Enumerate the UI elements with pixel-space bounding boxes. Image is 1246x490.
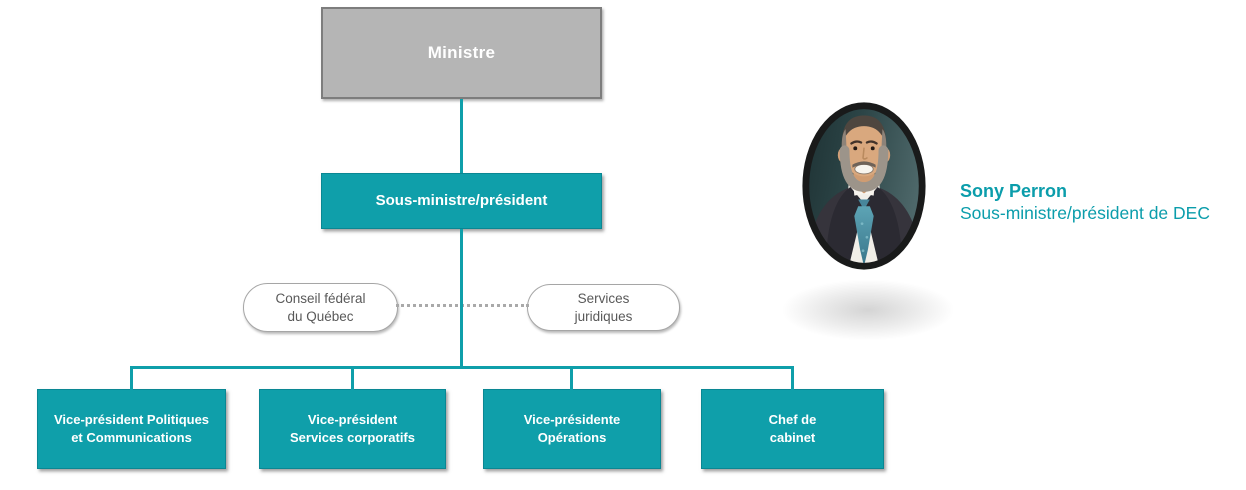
profile-caption: Sony Perron Sous-ministre/président de D… [960, 180, 1245, 225]
portrait-photo [800, 100, 928, 272]
node-chef-de-cabinet: Chef de cabinet [701, 389, 884, 469]
connector-drop-corporatifs [351, 366, 354, 390]
node-conseil-federal-quebec: Conseil fédéral du Québec [243, 283, 398, 332]
node-services-juridiques: Services juridiques [527, 284, 680, 331]
profile-title: Sous-ministre/président de DEC [960, 203, 1210, 223]
connector-drop-chef-cabinet [791, 366, 794, 390]
connector-drop-politiques [130, 366, 133, 390]
connector-drop-operations [570, 366, 573, 390]
connector-sous-ministre-to-rail [460, 229, 463, 368]
profile-name: Sony Perron [960, 181, 1068, 201]
node-sous-ministre-president: Sous-ministre/président [321, 173, 602, 229]
connector-horizontal-rail [130, 366, 793, 369]
node-vp-politiques-communications: Vice-président Politiques et Communicati… [37, 389, 226, 469]
node-vp-operations: Vice-présidente Opérations [483, 389, 661, 469]
portrait-photo-illustration [802, 102, 926, 270]
connector-ministre-to-sous-ministre [460, 99, 463, 173]
node-vp-services-corporatifs: Vice-président Services corporatifs [259, 389, 446, 469]
node-ministre: Ministre [321, 7, 602, 99]
portrait-drop-shadow [783, 280, 953, 340]
